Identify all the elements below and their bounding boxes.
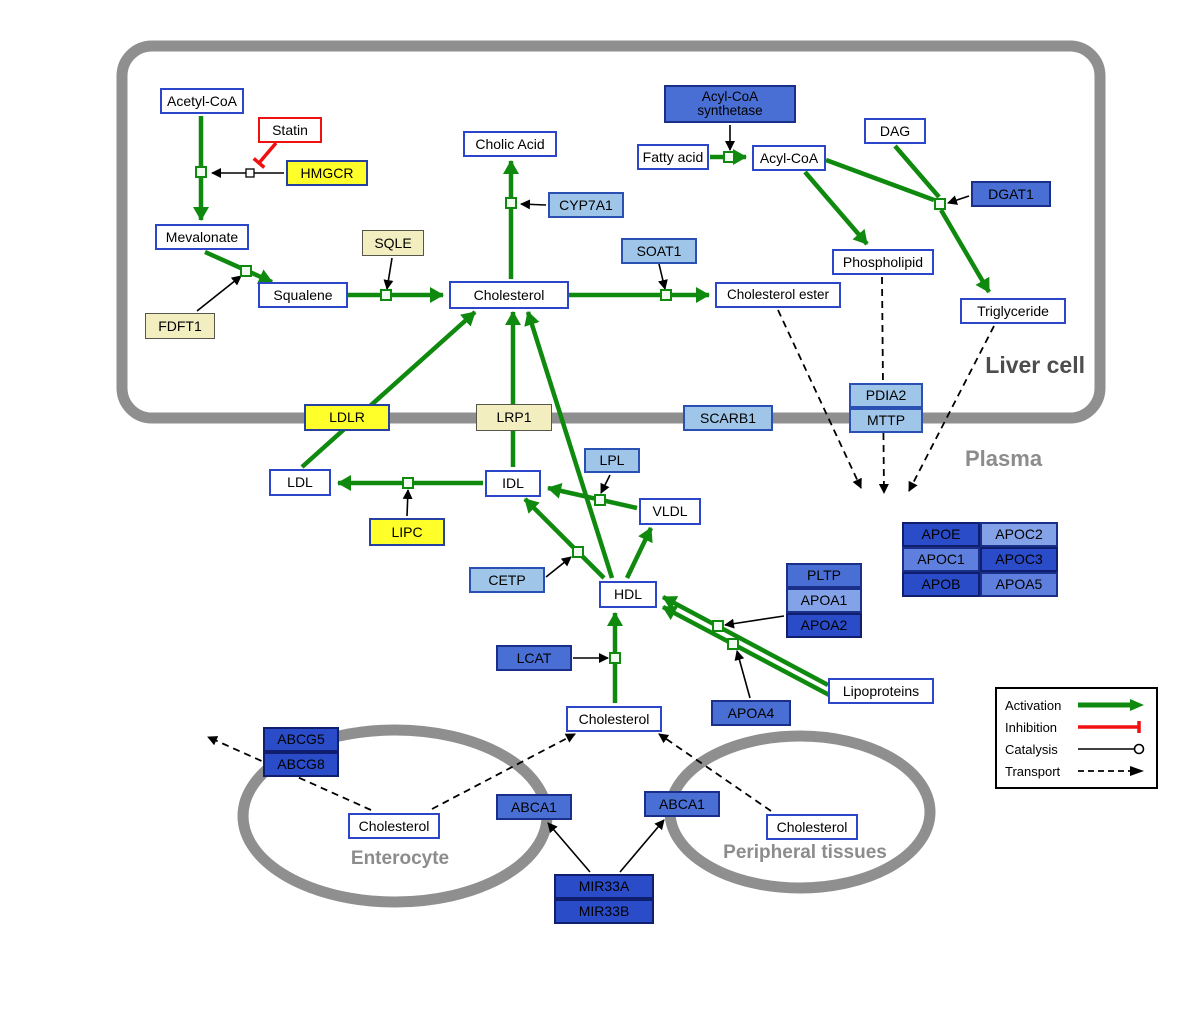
node-triglyceride[interactable]: Triglyceride — [960, 298, 1066, 324]
node-abcg5[interactable]: ABCG5 — [263, 727, 339, 752]
legend-activation-label: Activation — [1005, 697, 1062, 713]
node-squalene[interactable]: Squalene — [258, 282, 348, 308]
legend-row-inhibition: Inhibition — [1005, 716, 1148, 738]
catalysis-circle-icon — [1078, 743, 1145, 755]
node-abcg8[interactable]: ABCG8 — [263, 752, 339, 777]
enterocyte-label: Enterocyte — [350, 848, 450, 869]
legend-row-catalysis: Catalysis — [1005, 738, 1148, 760]
legend-catalysis-label: Catalysis — [1005, 741, 1058, 757]
node-dgat1[interactable]: DGAT1 — [971, 181, 1051, 207]
node-abca1-enterocyte[interactable]: ABCA1 — [496, 794, 572, 820]
node-lcat[interactable]: LCAT — [496, 645, 572, 671]
reaction-nodes — [195, 151, 946, 664]
node-cetp[interactable]: CETP — [469, 567, 545, 593]
node-acyl-coa[interactable]: Acyl-CoA — [752, 145, 826, 171]
node-pdia2[interactable]: PDIA2 — [849, 383, 923, 408]
node-cholic-acid[interactable]: Cholic Acid — [463, 131, 557, 157]
node-soat1[interactable]: SOAT1 — [621, 238, 697, 264]
node-cholesterol-liver[interactable]: Cholesterol — [449, 281, 569, 309]
node-apoe[interactable]: APOE — [902, 522, 980, 547]
node-apoa5[interactable]: APOA5 — [980, 572, 1058, 597]
legend-row-transport: Transport — [1005, 760, 1148, 782]
node-fdft1[interactable]: FDFT1 — [145, 313, 215, 339]
node-statin[interactable]: Statin — [258, 117, 322, 143]
node-dag[interactable]: DAG — [864, 118, 926, 144]
node-sqle[interactable]: SQLE — [362, 230, 424, 256]
node-lipoproteins[interactable]: Lipoproteins — [828, 678, 934, 704]
activation-arrow-icon — [1078, 699, 1144, 711]
node-mir33a[interactable]: MIR33A — [554, 874, 654, 899]
legend-transport-label: Transport — [1005, 763, 1061, 779]
node-abca1-peripheral[interactable]: ABCA1 — [644, 791, 720, 817]
node-apoc3[interactable]: APOC3 — [980, 547, 1058, 572]
node-cholesterol-plasma[interactable]: Cholesterol — [566, 706, 662, 732]
node-fatty-acid[interactable]: Fatty acid — [637, 144, 709, 170]
node-lpl[interactable]: LPL — [584, 448, 640, 473]
node-scarb1[interactable]: SCARB1 — [683, 405, 773, 431]
node-cholesterol-enterocyte[interactable]: Cholesterol — [348, 813, 440, 839]
node-mir33b[interactable]: MIR33B — [554, 899, 654, 924]
node-hdl[interactable]: HDL — [599, 581, 657, 608]
legend-row-activation: Activation — [1005, 694, 1148, 716]
node-vldl[interactable]: VLDL — [639, 498, 701, 525]
node-pltp[interactable]: PLTP — [786, 563, 862, 588]
node-lrp1[interactable]: LRP1 — [476, 404, 552, 431]
node-phospholipid[interactable]: Phospholipid — [832, 249, 934, 275]
liver-cell-label: Liver cell — [985, 352, 1085, 378]
node-hmgcr[interactable]: HMGCR — [286, 160, 368, 186]
inhibition-tee-icon — [1078, 721, 1141, 733]
node-apoc1[interactable]: APOC1 — [902, 547, 980, 572]
legend-inhibition-label: Inhibition — [1005, 719, 1058, 735]
node-ldl[interactable]: LDL — [269, 469, 331, 496]
node-acyl-coa-synthetase[interactable]: Acyl-CoA synthetase — [664, 85, 796, 123]
node-ldlr[interactable]: LDLR — [304, 404, 390, 431]
liver-cell-membrane — [116, 40, 1106, 424]
node-mttp[interactable]: MTTP — [849, 408, 923, 433]
inhibition-edge — [252, 141, 278, 169]
catalysis-node — [245, 168, 255, 178]
activation-edges — [193, 116, 991, 703]
node-apoc2[interactable]: APOC2 — [980, 522, 1058, 547]
peripheral-tissues-label: Peripheral tissues — [723, 842, 887, 863]
node-apoa1[interactable]: APOA1 — [786, 588, 862, 613]
node-acetyl-coa[interactable]: Acetyl-CoA — [160, 88, 244, 114]
node-cholesterol-ester[interactable]: Cholesterol ester — [715, 282, 841, 308]
node-mevalonate[interactable]: Mevalonate — [155, 224, 249, 250]
node-apoa4[interactable]: APOA4 — [711, 700, 791, 726]
node-cholesterol-peripheral[interactable]: Cholesterol — [766, 814, 858, 840]
node-cyp7a1[interactable]: CYP7A1 — [548, 192, 624, 218]
transport-arrow-icon — [1078, 766, 1144, 776]
plasma-label: Plasma — [965, 446, 1043, 471]
node-apob[interactable]: APOB — [902, 572, 980, 597]
node-lipc[interactable]: LIPC — [369, 518, 445, 546]
node-apoa2[interactable]: APOA2 — [786, 613, 862, 638]
legend: Activation Inhibition Catalysis Transpor… — [995, 687, 1158, 789]
node-idl[interactable]: IDL — [485, 470, 541, 497]
